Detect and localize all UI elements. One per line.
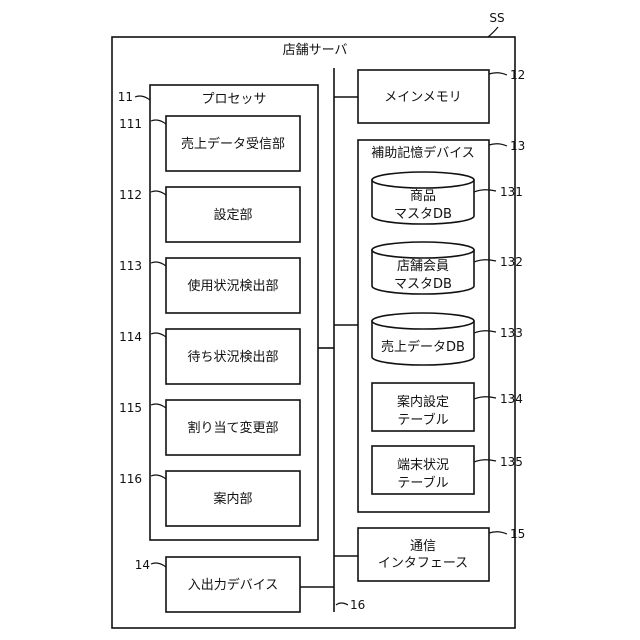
storage-item-label: マスタDB [394,207,452,222]
storage-item-ref: 132 [500,255,523,269]
storage-item-ref: 135 [500,455,523,469]
bus-ref: 16 [350,598,365,612]
processor-unit-label: 割り当て変更部 [187,420,278,436]
server-title: 店舗サーバ [283,43,348,58]
io-device-label: 入出力デバイス [188,577,279,593]
processor-unit-ref: 116 [119,472,142,486]
comm-interface-ref: 15 [510,527,525,541]
processor-ref: 11 [118,90,133,104]
processor-unit-label: 待ち状況検出部 [187,350,278,365]
comm-interface-line-1: 通信 [410,539,436,554]
processor-unit-ref: 113 [119,259,142,273]
storage-item-label: 売上データDB [381,339,465,355]
storage-item-ref: 134 [500,392,523,406]
server-ref-leader [488,27,498,37]
processor-unit-ref: 111 [119,117,142,131]
storage-item-label: テーブル [397,475,448,491]
db-cylinder-top [372,313,474,329]
io-device-ref: 14 [135,558,150,572]
main-memory-label: メインメモリ [384,90,462,105]
storage-item-label: 案内設定 [397,394,449,410]
comm-interface-box [358,528,489,581]
storage-item-label: 店舗会員 [397,259,449,274]
processor-unit-label: 売上データ受信部 [181,136,285,152]
processor-unit-label: 使用状況検出部 [187,278,278,294]
processor-title: プロセッサ [201,92,266,107]
db-cylinder-top [372,172,474,188]
server-ref: SS [489,11,504,25]
processor-unit-ref: 114 [119,330,142,344]
storage-item-label: 商品 [410,189,436,204]
main-memory-ref: 12 [510,68,525,82]
storage-item-ref: 131 [500,185,523,199]
aux-storage-ref: 13 [510,139,525,153]
db-cylinder-top [372,242,474,258]
storage-item-label: テーブル [397,412,448,428]
processor-unit-ref: 112 [119,188,142,202]
storage-item-label: マスタDB [394,277,452,292]
aux-storage-title: 補助記憶デバイス [371,145,475,161]
processor-unit-label: 設定部 [213,207,252,223]
comm-interface-line-2: インタフェース [378,556,468,571]
processor-unit-ref: 115 [119,401,142,415]
processor-unit-label: 案内部 [213,491,252,507]
storage-item-ref: 133 [500,326,523,340]
storage-item-label: 端末状況 [397,458,449,473]
